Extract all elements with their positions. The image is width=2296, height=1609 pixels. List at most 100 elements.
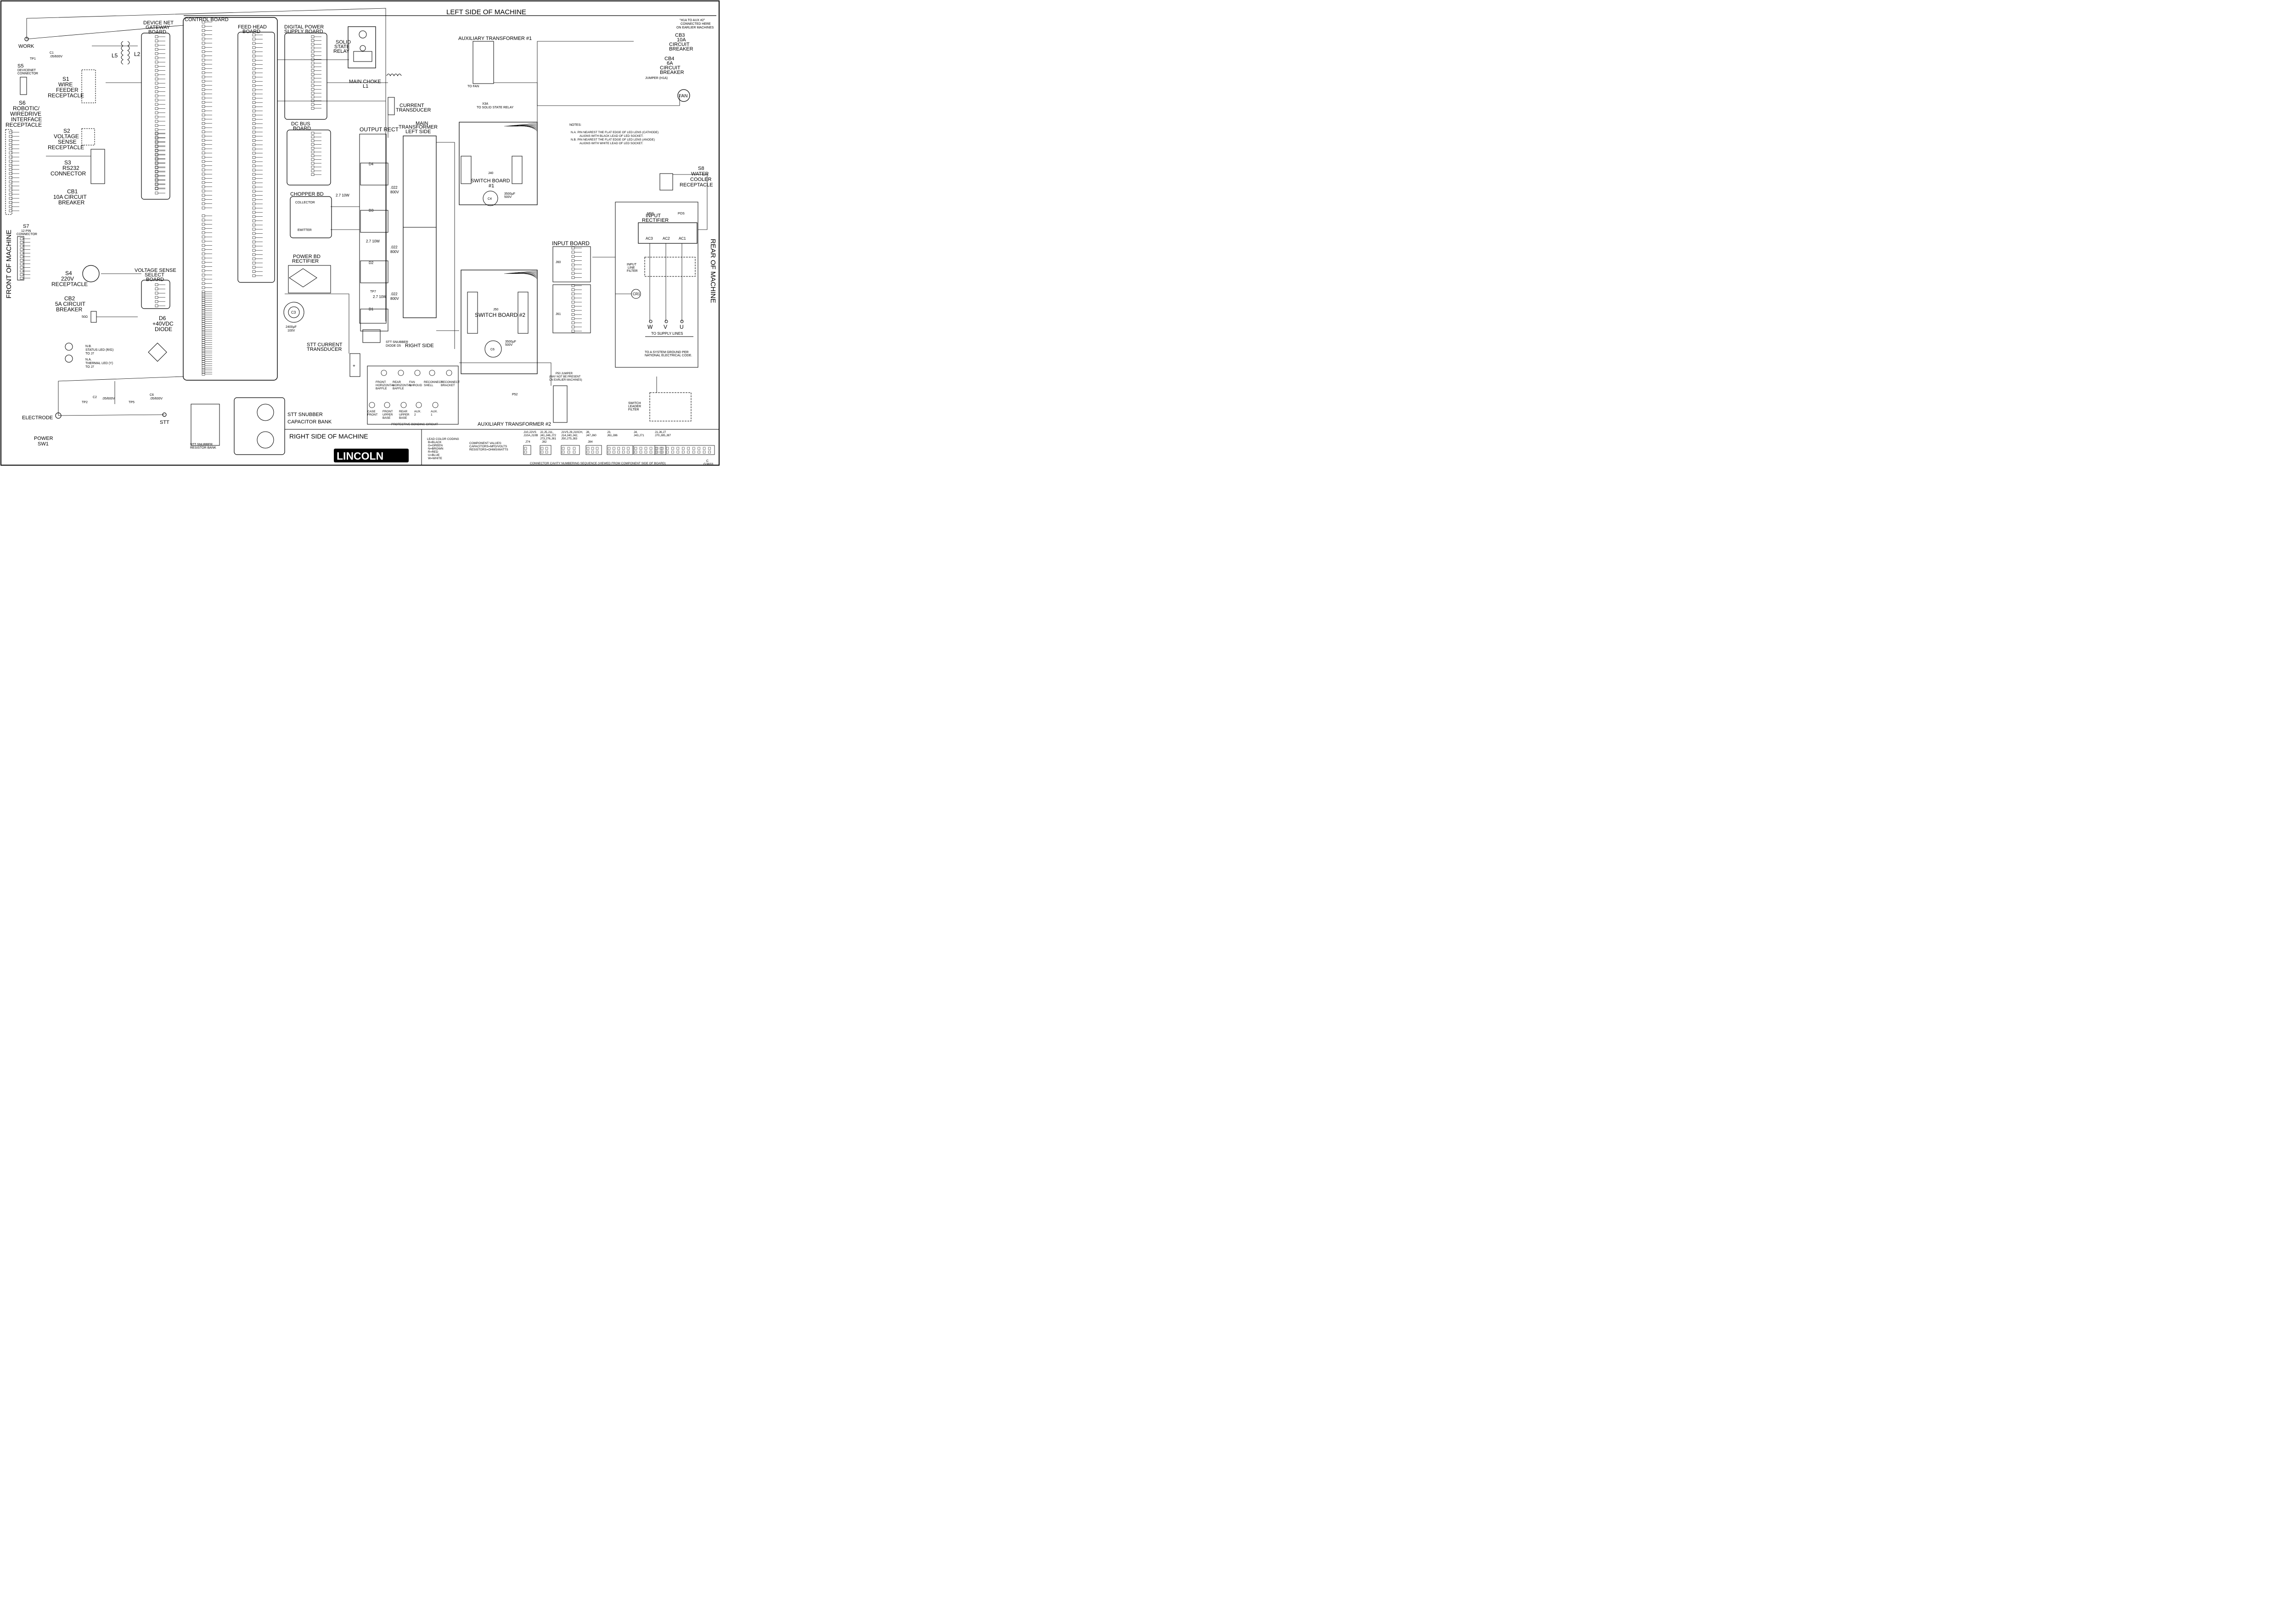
connector-pin bbox=[155, 183, 158, 186]
connector-pin bbox=[202, 113, 205, 117]
connector-group-sub: J74 bbox=[525, 440, 530, 444]
bonding-point bbox=[416, 402, 422, 408]
snubber-cap-d4-v: 800V bbox=[390, 190, 399, 194]
fan-label: FAN bbox=[679, 94, 687, 99]
connector-pin bbox=[202, 25, 205, 28]
wire bbox=[436, 142, 455, 349]
connector-pin bbox=[155, 174, 158, 178]
note-nb-2: ALIGNS WITH WHITE LEAD OF LED SOCKET. bbox=[580, 142, 643, 145]
connector-pin bbox=[252, 194, 256, 197]
ac3-label: AC3 bbox=[646, 236, 653, 241]
connector-pin bbox=[202, 38, 205, 40]
connector-pin bbox=[252, 198, 256, 201]
connector-pin bbox=[155, 174, 158, 177]
ac1-label: AC1 bbox=[679, 236, 686, 241]
bonding-point bbox=[369, 402, 375, 408]
connector-pin bbox=[202, 231, 205, 234]
connector-pin bbox=[202, 227, 205, 230]
stt-cap-bank-2: CAPACITOR BANK bbox=[287, 419, 332, 425]
cavity bbox=[596, 450, 599, 454]
connector-group-label: J10,J2VS bbox=[523, 431, 536, 434]
collector-label: COLLECTOR bbox=[295, 201, 315, 204]
cb3-title-3: CIRCUIT bbox=[669, 42, 690, 47]
connector-pin bbox=[252, 46, 256, 49]
cavity bbox=[634, 447, 637, 450]
solid-state-relay-outline bbox=[348, 26, 376, 68]
r1-resistor bbox=[90, 311, 97, 323]
connector-pin bbox=[252, 215, 256, 218]
connector-pin bbox=[155, 141, 158, 144]
current-transducer-title-1: CURRENT bbox=[400, 103, 424, 108]
switch-board-1-title-1: SWITCH BOARD bbox=[471, 178, 510, 184]
cavity bbox=[708, 447, 711, 450]
connector-group-label: J1VS,J9,J10CH, bbox=[561, 431, 583, 434]
connector-pin bbox=[571, 268, 575, 270]
slf-3: FILTER bbox=[628, 408, 639, 411]
bonding-label: BASE bbox=[383, 416, 391, 420]
connector-pin bbox=[311, 99, 315, 102]
connector-pin bbox=[155, 296, 158, 299]
connector-pin bbox=[311, 80, 315, 84]
d6-title-3: DIODE bbox=[155, 326, 172, 332]
connector-pin bbox=[571, 259, 575, 262]
s1-title-4: RECEPTACLE bbox=[48, 92, 84, 99]
c6-value: 3500μF bbox=[505, 340, 516, 343]
d4-module bbox=[360, 163, 388, 186]
c2-value: .05/600V bbox=[102, 397, 115, 400]
cavity bbox=[649, 450, 653, 454]
switch-board-2-bar-left bbox=[467, 292, 478, 334]
lincoln-logo-badge bbox=[334, 449, 409, 462]
s2-title-2: VOLTAGE bbox=[54, 133, 79, 140]
snubber-cap-d4: .022 bbox=[390, 186, 398, 190]
connector-pin bbox=[9, 131, 12, 134]
connector-pin bbox=[155, 136, 158, 140]
cavity bbox=[661, 450, 664, 454]
cb1-title-1: CB1 bbox=[67, 188, 78, 195]
connector-pin bbox=[311, 84, 315, 87]
bonding-circuit-outline bbox=[367, 366, 459, 425]
aux-xfmr-2-core bbox=[553, 385, 568, 423]
connector-pin bbox=[202, 173, 205, 176]
bonding-point bbox=[381, 370, 387, 376]
cavity bbox=[627, 447, 630, 450]
connector-key-box bbox=[561, 445, 580, 455]
cb1-title-3: BREAKER bbox=[58, 199, 85, 206]
c3-capacitor-inner bbox=[288, 306, 300, 318]
connector-pin bbox=[571, 263, 575, 266]
cavity bbox=[591, 447, 594, 450]
bonding-label: BRACKET bbox=[441, 384, 455, 387]
s3-connector bbox=[90, 149, 105, 184]
s6-title-2: ROBOTIC/ bbox=[13, 105, 40, 112]
dc-bus-board-outline bbox=[287, 129, 331, 186]
chopper-title: CHOPPER BD bbox=[290, 191, 324, 197]
cb4-title-1: CB4 bbox=[664, 56, 674, 62]
revision: C bbox=[706, 460, 709, 463]
main-xfmr-title-2: TRANSFORMER bbox=[399, 124, 438, 130]
cavity bbox=[567, 450, 570, 454]
cb1-title-2: 10A CIRCUIT bbox=[53, 194, 87, 200]
connector-pin bbox=[155, 169, 158, 173]
connector-pin bbox=[155, 292, 158, 295]
connector-pin bbox=[202, 59, 205, 62]
d1-module bbox=[360, 309, 388, 332]
connector-pin bbox=[202, 71, 205, 74]
wire bbox=[494, 82, 680, 106]
connector-pin bbox=[155, 162, 158, 165]
connector-pin bbox=[252, 211, 256, 214]
bonding-label: REAR bbox=[393, 381, 401, 384]
connector-pin bbox=[252, 80, 256, 83]
connector-pin bbox=[202, 156, 205, 159]
bridge-diode bbox=[289, 268, 317, 287]
bonding-point bbox=[432, 402, 439, 408]
bonding-label: AUX. bbox=[414, 410, 421, 413]
connector-key-box bbox=[633, 445, 666, 455]
connector-pin bbox=[202, 185, 205, 188]
connector-pin bbox=[252, 270, 256, 273]
connector-pin bbox=[202, 219, 205, 222]
cavity bbox=[586, 447, 590, 450]
lead-color-2: N=BROWN bbox=[428, 447, 444, 450]
wire bbox=[285, 293, 349, 354]
cavity bbox=[562, 450, 565, 454]
connector-pin bbox=[9, 152, 12, 154]
cavity bbox=[617, 450, 620, 454]
